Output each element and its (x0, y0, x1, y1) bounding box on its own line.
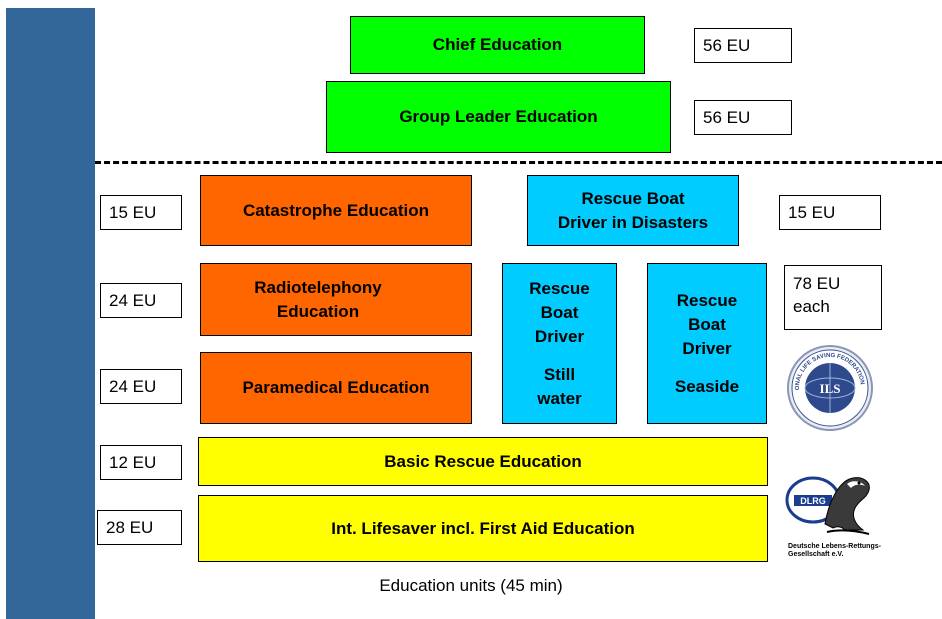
ils-center-text: ILS (820, 381, 841, 396)
lifesaver-eu-badge: 28 EU (97, 510, 182, 545)
group-leader-education-label: Group Leader Education (399, 107, 598, 126)
chief-eu-badge: 56 EU (694, 28, 792, 63)
disasters-eu-badge: 15 EU (779, 195, 881, 230)
basic-rescue-education-box: Basic Rescue Education (198, 437, 768, 486)
paramedical-eu-badge: 24 EU (100, 369, 182, 404)
rescue-boat-disasters-line2: Driver in Disasters (557, 212, 709, 232)
boat-eu-line1: 78 EU (793, 274, 841, 293)
dlrg-logo: DLRG (785, 476, 870, 535)
catastrophe-education-box: Catastrophe Education (200, 175, 472, 246)
group-leader-eu-badge: 56 EU (694, 100, 792, 135)
rescue-boat-seaside-box: Rescue Boat Driver Seaside (647, 263, 767, 424)
catastrophe-eu-badge: 15 EU (100, 195, 182, 230)
basic-eu-label: 12 EU (109, 453, 157, 472)
still-water-line5: water (537, 388, 582, 408)
rescue-boat-disasters-box: Rescue Boat Driver in Disasters (527, 175, 739, 246)
still-water-line1: Rescue (529, 278, 590, 298)
dlrg-name-line1: Deutsche Lebens-Rettungs- (788, 543, 881, 550)
catastrophe-eu-label: 15 EU (109, 203, 157, 222)
chief-education-label: Chief Education (432, 35, 563, 54)
chief-education-box: Chief Education (350, 16, 645, 74)
paramedical-education-box: Paramedical Education (200, 352, 472, 424)
seaside-line1: Rescue (676, 290, 738, 310)
divider-dashed-line (95, 161, 942, 164)
basic-rescue-education-label: Basic Rescue Education (384, 451, 582, 471)
ils-logo: ILS INTERNATIONAL LIFE SAVING FEDERATION… (787, 345, 873, 431)
radiotelephony-line2: Education (276, 301, 360, 321)
rescue-boat-still-water-box: Rescue Boat Driver Still water (502, 263, 617, 424)
radio-eu-label: 24 EU (109, 291, 157, 310)
lifesaver-education-box: Int. Lifesaver incl. First Aid Education (198, 495, 768, 562)
seaside-line4: Seaside (674, 376, 740, 396)
catastrophe-education-label: Catastrophe Education (242, 200, 430, 220)
boat-eu-line2: each (793, 297, 830, 316)
lifesaver-eu-label: 28 EU (106, 518, 154, 537)
rescue-boat-disasters-line1: Rescue Boat (581, 188, 685, 208)
dlrg-text: DLRG (800, 496, 826, 506)
paramedical-education-label: Paramedical Education (242, 378, 430, 397)
basic-eu-badge: 12 EU (100, 445, 182, 480)
disasters-eu-label: 15 EU (788, 203, 836, 222)
caption: Education units (45 min) (379, 576, 563, 595)
seaside-line2: Boat (688, 314, 726, 334)
still-water-line4: Still (543, 364, 576, 384)
dlrg-name: Deutsche Lebens-Rettungs- Gesellschaft e… (788, 543, 928, 559)
radiotelephony-education-box: Radiotelephony Education (200, 263, 472, 336)
radio-eu-badge: 24 EU (100, 283, 182, 318)
group-leader-eu-label: 56 EU (703, 108, 751, 127)
dlrg-name-line2: Gesellschaft e.V. (788, 551, 844, 558)
seaside-line3: Driver (682, 338, 732, 358)
radiotelephony-line1: Radiotelephony (254, 277, 382, 297)
sidebar-bar (6, 8, 95, 619)
group-leader-education-box: Group Leader Education (326, 81, 671, 153)
paramedical-eu-label: 24 EU (109, 377, 157, 396)
chief-eu-label: 56 EU (703, 36, 751, 55)
still-water-line2: Boat (540, 302, 579, 322)
still-water-line3: Driver (534, 326, 585, 346)
boat-driver-eu-badge: 78 EU each (784, 265, 882, 330)
lifesaver-education-label: Int. Lifesaver incl. First Aid Education (331, 518, 635, 538)
